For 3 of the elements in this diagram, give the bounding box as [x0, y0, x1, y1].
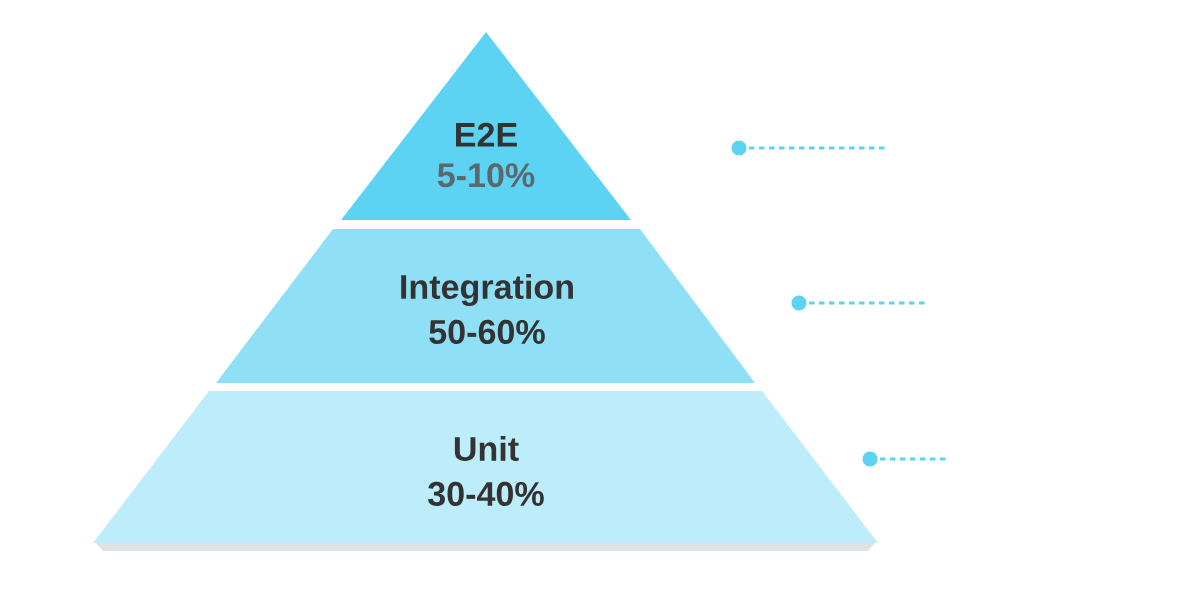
pyramid-tier: Unit 30-40%: [93, 391, 878, 543]
pyramid-top: E2E 5-10%: [341, 32, 631, 220]
pyramid-tier: Integration 50-60%: [216, 229, 755, 383]
